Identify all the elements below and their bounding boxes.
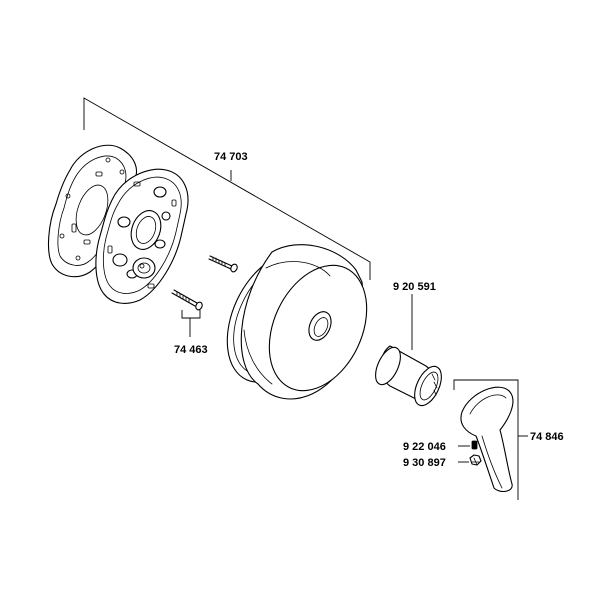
escutcheon-cover: [226, 244, 368, 400]
label-handle: 74 846: [530, 431, 564, 443]
handle-bracket: [453, 379, 528, 500]
label-sleeve: 9 20 591: [393, 281, 436, 293]
label-set-screw: 9 22 046: [403, 441, 446, 453]
lever-handle: [460, 386, 514, 493]
label-assembly: 74 703: [214, 151, 248, 163]
label-nut: 9 30 897: [403, 457, 446, 469]
sleeve: [375, 294, 442, 407]
label-screws: 74 463: [174, 344, 208, 356]
assembly-bracket: [83, 97, 371, 280]
screw-upper: [208, 255, 238, 273]
screws-leader: [181, 310, 201, 337]
set-screw: [458, 440, 478, 450]
gasket-plate: [47, 144, 138, 278]
hex-nut: [458, 454, 482, 466]
screw-lower: [171, 289, 203, 311]
mounting-plate: [95, 168, 189, 304]
